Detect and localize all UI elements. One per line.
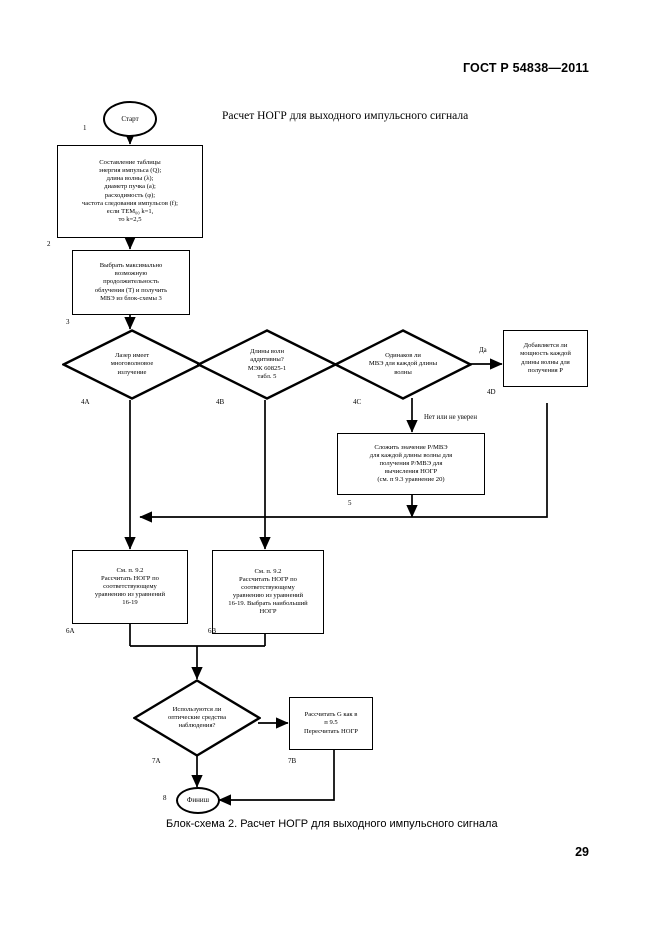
- page-number: 29: [575, 845, 589, 859]
- node-decision-optical-aids: Используются ли оптические средства набл…: [133, 679, 261, 757]
- box6b-line-2: соответствующему: [241, 583, 295, 591]
- diamond-shape-4b: [197, 329, 337, 400]
- node-calc-nohd-a: См. п. 9.2 Рассчитать НОГР по соответств…: [72, 550, 188, 624]
- node-parameter-table: Составление таблицы энергия импульса (Q)…: [57, 145, 203, 238]
- box4d-line-2: длины волны для: [521, 358, 570, 366]
- diamond-shape-4a: [62, 329, 202, 400]
- box1-line-5: частота следования импульсов (f);: [81, 199, 179, 207]
- node-start-tag: 1: [83, 124, 87, 132]
- d4c-line-1: МВЭ для каждой длины: [368, 360, 438, 368]
- box5-line-1: для каждой длины волны для: [369, 451, 453, 459]
- chart-title: Расчет НОГР для выходного импульсного си…: [222, 110, 469, 122]
- box2-line-3: облучения (T) и получить: [94, 286, 168, 294]
- d7a-line-1: оптические средства: [167, 713, 227, 721]
- node-calc-nohd-b-tag: 6B: [208, 627, 217, 635]
- d4c-line-2: волны: [394, 368, 412, 376]
- box7b-line-2: Пересчитать НОГР: [304, 727, 358, 735]
- box1-line-2: длина волны (λ);: [106, 175, 154, 183]
- box7b-line-1: п 9.5: [324, 719, 338, 727]
- diamond-shape-4c: [334, 329, 472, 400]
- standard-header: ГОСТ Р 54838—2011: [462, 61, 589, 75]
- d7a-line-0: Используются ли: [172, 705, 222, 713]
- box5-line-3: вычисления НОГР: [384, 468, 438, 476]
- node-finish-tag: 8: [163, 794, 167, 802]
- d4a-line-2: излучение: [117, 368, 147, 376]
- node-sum-power: Добавляется ли мощность каждой длины вол…: [503, 330, 588, 387]
- box1-line-0: Составление таблицы: [99, 159, 161, 167]
- box2-line-0: Выбрать максимально: [99, 262, 163, 270]
- node-finish-label: Финиш: [186, 796, 210, 805]
- box2-line-4: МВЭ из блок-схемы 3: [100, 294, 162, 302]
- box6b-line-4: 16-19. Выбрать наибольший: [228, 600, 308, 608]
- node-parameter-table-tag: 2: [47, 240, 51, 248]
- node-decision-optical-aids-tag: 7A: [152, 757, 161, 765]
- box5-line-0: Сложить значение P/МВЭ: [374, 443, 448, 451]
- box6b-line-5: НОГР: [259, 608, 277, 616]
- box6b-line-0: См. п. 9.2: [254, 567, 282, 575]
- d4b-line-3: табл. 5: [257, 372, 277, 380]
- box6a-line-1: Рассчитать НОГР по: [101, 574, 159, 582]
- d7a-line-2: наблюдения?: [178, 722, 216, 730]
- box1-line-4: расходимость (φ);: [104, 191, 156, 199]
- box5-line-2: получения P/МВЭ для: [379, 459, 443, 467]
- d4b-line-1: аддитивны?: [250, 356, 284, 364]
- node-recalc-nohd: Рассчитать G как в п 9.5 Пересчитать НОГ…: [289, 697, 373, 750]
- box1-line-7: то k=2,5: [118, 215, 142, 223]
- node-decision-same-mpe: Одинаков ли МВЭ для каждой длины волны: [334, 329, 472, 400]
- box1-line-1: энергия импульса (Q);: [98, 167, 162, 175]
- figure-caption: Блок-схема 2. Расчет НОГР для выходного …: [166, 818, 498, 830]
- box1-line-3: диаметр пучка (a);: [104, 183, 156, 191]
- d4c-line-0: Одинаков ли: [385, 352, 421, 360]
- box4d-line-1: мощность каждой: [520, 350, 571, 358]
- d4a-line-1: многоволновое: [110, 360, 154, 368]
- node-start: Старт: [103, 101, 157, 137]
- node-finish: Финиш: [176, 787, 220, 814]
- node-calc-nohd-a-tag: 6A: [66, 627, 75, 635]
- box5-line-4: (см. п 9.3 уравнение 20): [377, 476, 445, 484]
- edge-label-yes: Да: [479, 347, 487, 354]
- node-calc-nohd-b: См. п. 9.2 Рассчитать НОГР по соответств…: [212, 550, 324, 634]
- edge-label-no-or-unsure: Нет или не уверен: [424, 414, 477, 421]
- node-sum-ratio-tag: 5: [348, 499, 352, 507]
- node-exposure-duration-tag: 3: [66, 318, 70, 326]
- node-decision-additive-wavelengths: Длины волн аддитивны? МЭК 60825-1 табл. …: [197, 329, 337, 400]
- d4a-line-0: Лазер имеет: [114, 352, 150, 360]
- box6a-line-2: соответствующему: [103, 582, 157, 590]
- node-decision-multiwavelength: Лазер имеет многоволновое излучение: [62, 329, 202, 400]
- diamond-shape-7a: [133, 679, 261, 757]
- d4b-line-2: МЭК 60825-1: [247, 364, 287, 372]
- node-start-label: Старт: [121, 114, 139, 123]
- box1-line-6: если TEM₀₀ k=1,: [106, 207, 154, 215]
- box6a-line-3: уравнению из уравнений: [94, 591, 166, 599]
- node-sum-ratio: Сложить значение P/МВЭ для каждой длины …: [337, 433, 485, 495]
- box4d-line-0: Добавляется ли: [523, 342, 568, 350]
- node-decision-additive-wavelengths-tag: 4B: [216, 398, 225, 406]
- node-decision-multiwavelength-tag: 4A: [81, 398, 90, 406]
- node-recalc-nohd-tag: 7B: [288, 757, 297, 765]
- box2-line-1: возможную: [114, 270, 148, 278]
- box6a-line-4: 16-19: [122, 599, 138, 607]
- box7b-line-0: Рассчитать G как в: [304, 711, 358, 719]
- box6a-line-0: См. п. 9.2: [116, 566, 144, 574]
- box6b-line-1: Рассчитать НОГР по: [239, 575, 297, 583]
- box4d-line-3: получения P: [528, 366, 563, 374]
- d4b-line-0: Длины волн: [249, 348, 285, 356]
- node-exposure-duration: Выбрать максимально возможную продолжите…: [72, 250, 190, 315]
- node-decision-same-mpe-tag: 4C: [353, 398, 362, 406]
- node-sum-power-tag: 4D: [487, 388, 496, 396]
- box6b-line-3: уравнению из уравнений: [232, 592, 304, 599]
- box2-line-2: продолжительность: [103, 278, 159, 286]
